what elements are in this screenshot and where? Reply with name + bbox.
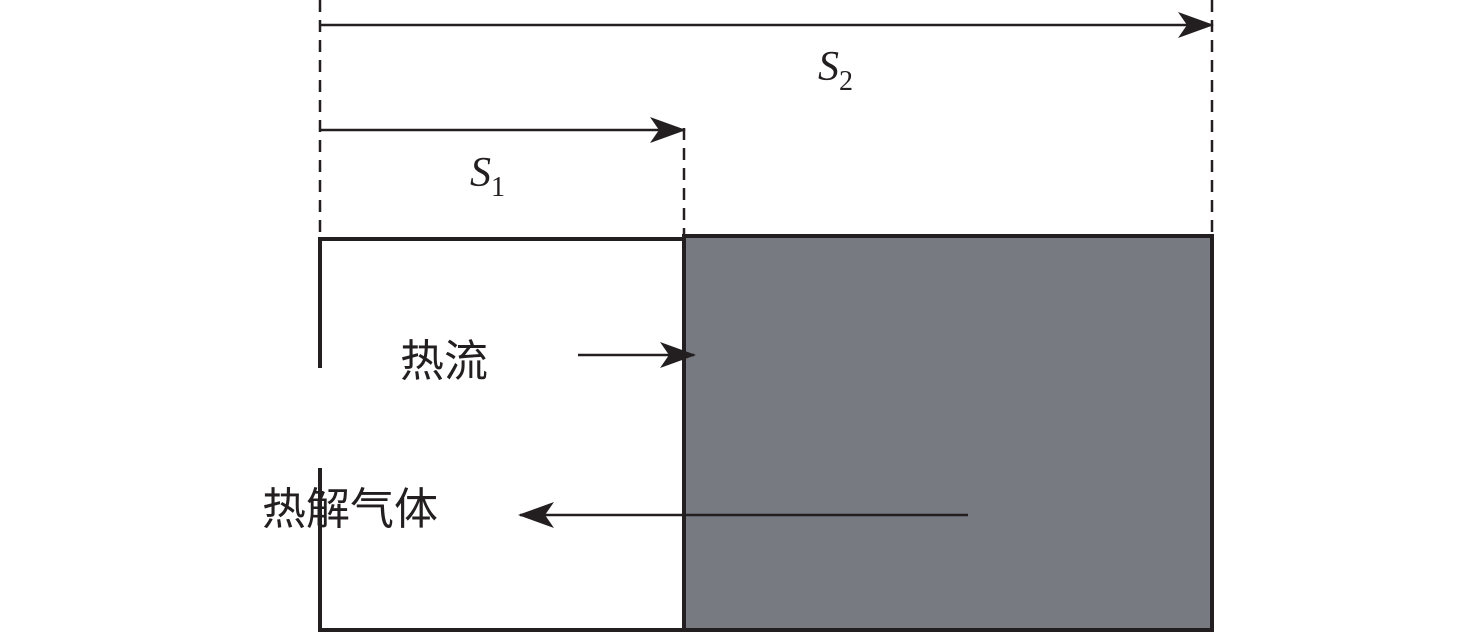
s1-label: S1 [470,150,505,203]
pyrolysis-gas-label: 热解气体 [262,484,438,535]
box-outline [318,234,1214,632]
dashed-guides [318,0,1214,236]
heat-flow-label: 热流 [400,336,488,387]
pyrolyzed-region [684,236,1212,630]
s2-label: S2 [818,44,853,97]
